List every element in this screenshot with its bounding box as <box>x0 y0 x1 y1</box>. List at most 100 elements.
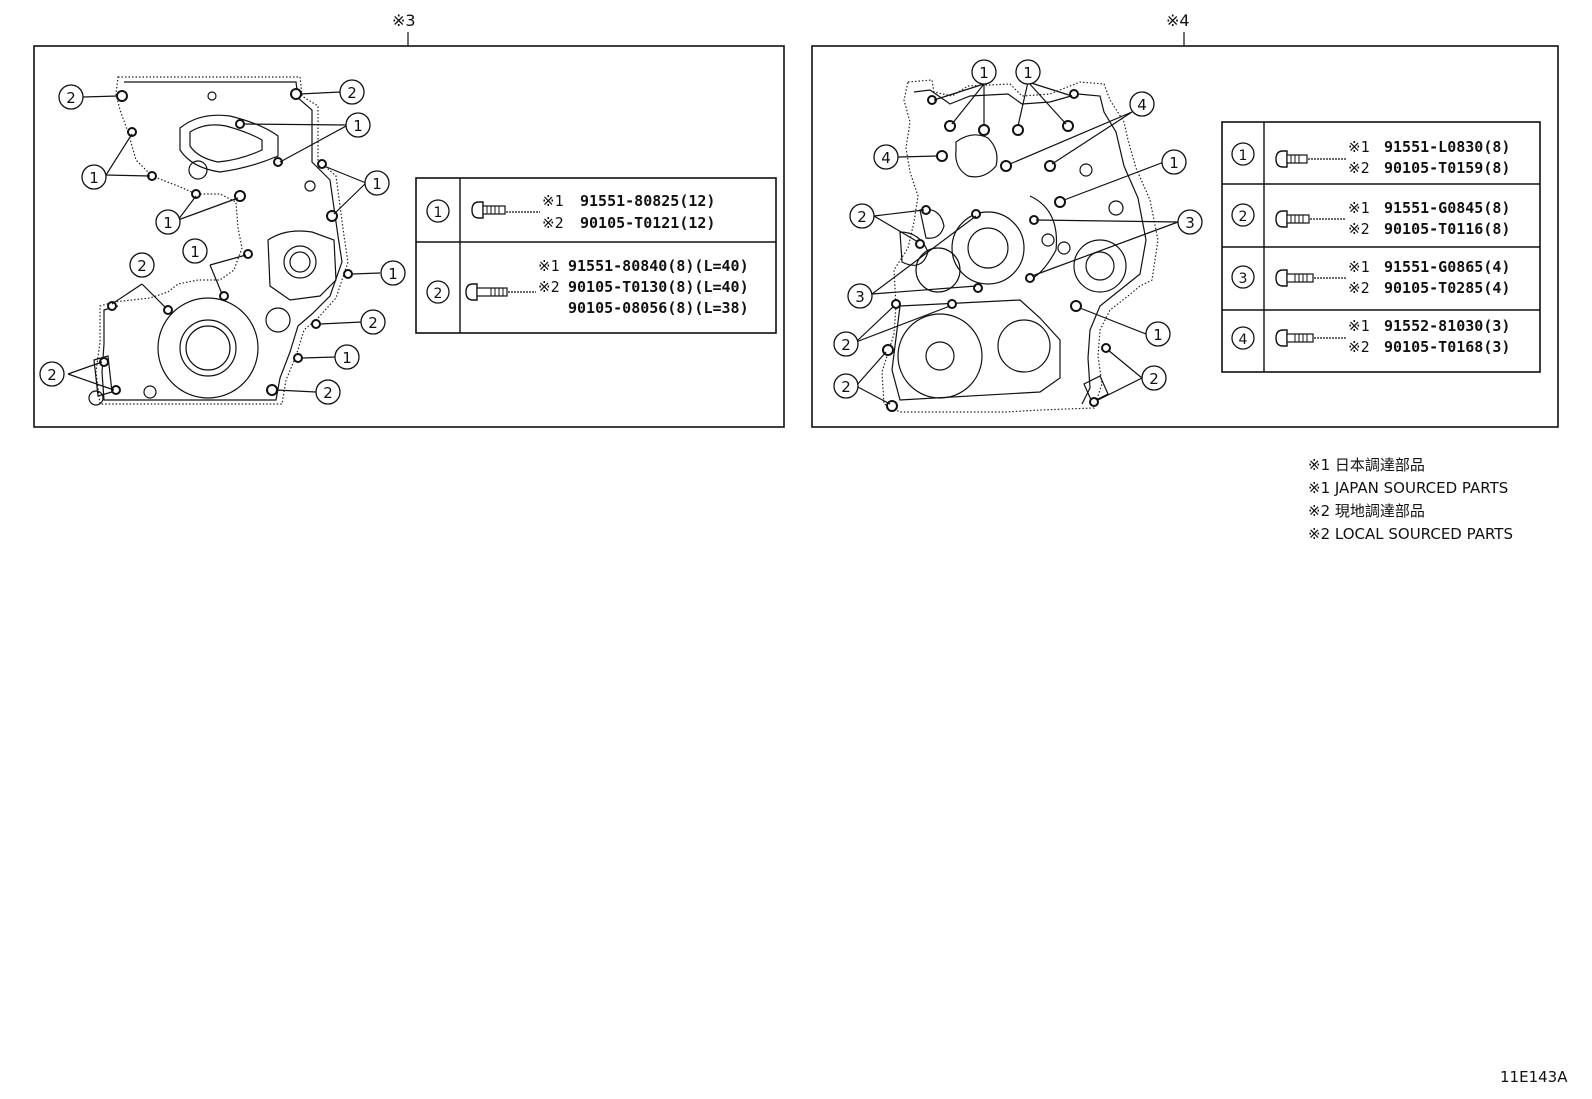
svg-text:3: 3 <box>1185 214 1195 232</box>
svg-text:3: 3 <box>1239 271 1248 287</box>
svg-text:91552-81030(3): 91552-81030(3) <box>1384 317 1510 335</box>
callout-circle: 1 <box>364 170 390 196</box>
svg-text:※1: ※1 <box>1348 317 1370 335</box>
svg-text:2: 2 <box>434 286 443 302</box>
svg-text:2: 2 <box>47 366 57 384</box>
right-view: ※4 <box>811 11 1559 428</box>
svg-text:90105-T0121(12): 90105-T0121(12) <box>580 214 715 232</box>
svg-text:90105-T0116(8): 90105-T0116(8) <box>1384 220 1510 238</box>
table-row: 1 ※1 91551-L0830(8) ※2 90105-T0159(8) <box>1231 138 1510 177</box>
svg-text:1: 1 <box>163 214 173 232</box>
callout-circle: 4 <box>873 144 899 170</box>
callout-circle: 2 <box>58 84 84 110</box>
callout-circle: 2 <box>129 252 155 278</box>
callout-circle: 1 <box>1161 149 1187 175</box>
svg-text:1: 1 <box>1023 64 1033 82</box>
callout-circle: 2 <box>833 331 859 357</box>
callout-circle: 1 <box>1015 59 1041 85</box>
callout-circle: 1 <box>155 209 181 235</box>
bolt-icon <box>471 201 506 219</box>
callout-circle: 2 <box>39 361 65 387</box>
svg-text:1: 1 <box>190 243 200 261</box>
svg-text:2: 2 <box>1149 370 1159 388</box>
sourcing-legend: ※1 日本調達部品 ※1 JAPAN SOURCED PARTS ※2 現地調達… <box>1308 456 1513 543</box>
left-callouts: 2 2 1 1 1 1 1 1 2 2 1 2 2 <box>39 79 406 405</box>
svg-text:1: 1 <box>372 175 382 193</box>
callout-circle: 4 <box>1129 91 1155 117</box>
callout-circle: 1 <box>182 238 208 264</box>
svg-text:※2: ※2 <box>1348 220 1370 238</box>
svg-text:1: 1 <box>1153 326 1163 344</box>
svg-text:91551-L0830(8): 91551-L0830(8) <box>1384 138 1510 156</box>
svg-text:3: 3 <box>855 288 865 306</box>
left-parts-table: 1 ※1 91551-80825(12) ※2 90105-T0121(12) … <box>415 177 777 334</box>
table-row: 2 ※1 91551-80840(8)(L=40) ※2 90105-T0130… <box>426 257 749 317</box>
svg-text:※2: ※2 <box>1348 159 1370 177</box>
svg-text:4: 4 <box>1137 96 1147 114</box>
figure-id: 11E143A <box>1500 1068 1568 1086</box>
svg-text:90105-T0159(8): 90105-T0159(8) <box>1384 159 1510 177</box>
svg-text:1: 1 <box>979 64 989 82</box>
table-row: 2 ※1 91551-G0845(8) ※2 90105-T0116(8) <box>1231 199 1510 238</box>
svg-text:※2: ※2 <box>538 278 560 296</box>
svg-text:90105-T0285(4): 90105-T0285(4) <box>1384 279 1510 297</box>
svg-text:※1: ※1 <box>1348 258 1370 276</box>
svg-text:90105-T0168(3): 90105-T0168(3) <box>1384 338 1510 356</box>
left-view-marker: ※3 <box>392 11 416 30</box>
svg-text:1: 1 <box>1239 148 1248 164</box>
svg-text:2: 2 <box>841 378 851 396</box>
legend-line: ※2 現地調達部品 <box>1308 502 1425 520</box>
bolt-icon <box>1275 150 1308 168</box>
svg-text:※1: ※1 <box>1348 199 1370 217</box>
svg-text:2: 2 <box>368 314 378 332</box>
svg-text:※1: ※1 <box>538 257 560 275</box>
left-view: ※3 <box>33 11 785 428</box>
table-row: 1 ※1 91551-80825(12) ※2 90105-T0121(12) <box>426 192 715 232</box>
callout-circle: 2 <box>833 373 859 399</box>
svg-text:1: 1 <box>342 349 352 367</box>
bolt-icon <box>1275 210 1310 228</box>
right-bolt-locations <box>882 89 1111 412</box>
callout-circle: 3 <box>847 283 873 309</box>
table-row: 4 ※1 91552-81030(3) ※2 90105-T0168(3) <box>1231 317 1510 356</box>
svg-text:※2: ※2 <box>542 214 564 232</box>
callout-circle: 3 <box>1177 209 1203 235</box>
svg-text:91551-G0865(4): 91551-G0865(4) <box>1384 258 1510 276</box>
svg-text:4: 4 <box>881 149 891 167</box>
svg-text:1: 1 <box>89 169 99 187</box>
svg-text:2: 2 <box>323 384 333 402</box>
svg-text:1: 1 <box>1169 154 1179 172</box>
svg-text:※1: ※1 <box>542 192 564 210</box>
svg-text:1: 1 <box>353 117 363 135</box>
right-view-marker: ※4 <box>1166 11 1190 30</box>
svg-text:4: 4 <box>1239 332 1248 348</box>
svg-text:90105-08056(8)(L=38): 90105-08056(8)(L=38) <box>568 299 749 317</box>
callout-circle: 1 <box>380 260 406 286</box>
bolt-icon <box>465 283 508 301</box>
right-callouts: 1 1 4 4 1 2 3 3 2 1 2 2 <box>833 59 1203 399</box>
right-view-frame <box>811 45 1559 428</box>
callout-circle: 1 <box>81 164 107 190</box>
svg-text:2: 2 <box>841 336 851 354</box>
callout-circle: 2 <box>360 309 386 335</box>
legend-line: ※1 JAPAN SOURCED PARTS <box>1308 479 1508 497</box>
svg-text:91551-80825(12): 91551-80825(12) <box>580 192 715 210</box>
svg-text:1: 1 <box>434 205 443 221</box>
callout-circle: 1 <box>334 344 360 370</box>
svg-text:91551-80840(8)(L=40): 91551-80840(8)(L=40) <box>568 257 749 275</box>
callout-circle: 1 <box>1145 321 1171 347</box>
bolt-icon <box>1275 269 1314 287</box>
svg-text:2: 2 <box>137 257 147 275</box>
svg-text:2: 2 <box>857 208 867 226</box>
svg-text:※2: ※2 <box>1348 279 1370 297</box>
callout-circle: 2 <box>315 379 341 405</box>
right-leader-lines <box>855 81 1179 405</box>
left-timing-cover-drawing <box>88 76 349 406</box>
callout-circle: 2 <box>1141 365 1167 391</box>
svg-text:2: 2 <box>347 84 357 102</box>
bolt-icon <box>1275 329 1314 347</box>
svg-text:2: 2 <box>1239 209 1248 225</box>
legend-line: ※1 日本調達部品 <box>1308 456 1425 474</box>
callout-circle: 1 <box>971 59 997 85</box>
left-leader-lines <box>67 91 381 393</box>
